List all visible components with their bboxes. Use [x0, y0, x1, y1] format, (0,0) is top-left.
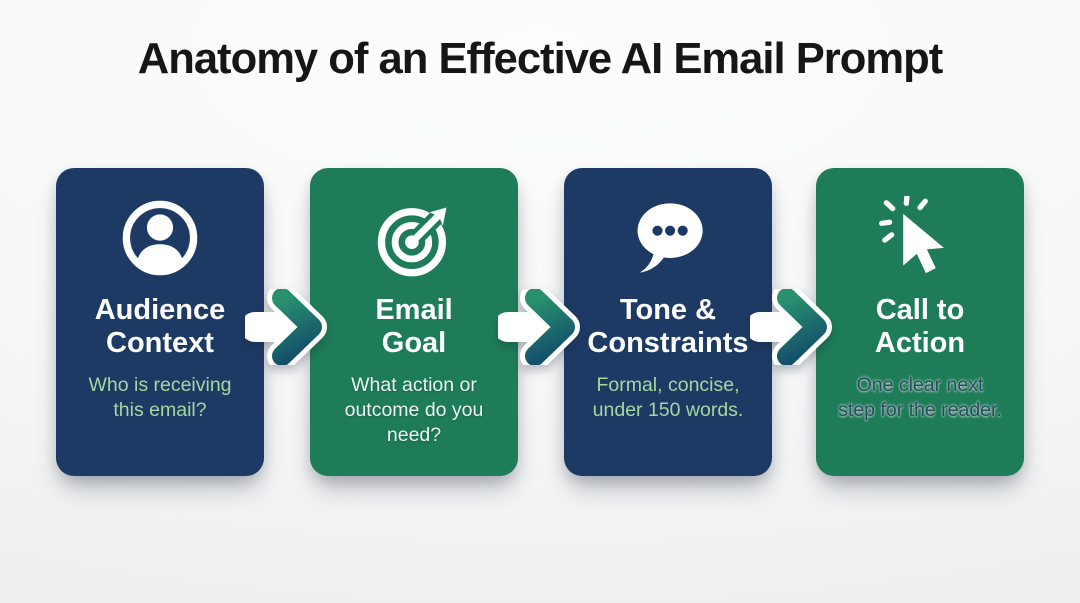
card-title: Tone & Constraints [587, 294, 749, 360]
arrow-right-icon [498, 289, 580, 365]
card-audience-context: Audience Context Who is receiving this e… [56, 168, 264, 476]
card-tone-constraints: Tone & Constraints Formal, concise, unde… [564, 168, 772, 476]
card-email-goal: Email Goal What action or outcome do you… [310, 168, 518, 476]
card-title: Audience Context [94, 294, 226, 360]
card-call-to-action: Call to Action One clear next step for t… [816, 168, 1024, 476]
cursor-click-icon [879, 196, 944, 274]
arrow-right-icon [245, 289, 327, 365]
card-subtitle: One clear next step for the reader. [838, 374, 1002, 422]
card-subtitle: What action or outcome do you need? [344, 374, 484, 446]
speech-bubble-icon [637, 203, 703, 273]
card-subtitle: Who is receiving this email? [88, 374, 232, 422]
infographic-title: Anatomy of an Effective AI Email Prompt [137, 34, 944, 83]
person-icon [122, 200, 198, 276]
card-subtitle: Formal, concise, under 150 words. [592, 374, 744, 422]
arrow-right-icon [750, 289, 832, 365]
target-dart-icon [377, 207, 448, 277]
card-title: Email Goal [375, 294, 453, 360]
card-title: Call to Action [874, 294, 966, 360]
